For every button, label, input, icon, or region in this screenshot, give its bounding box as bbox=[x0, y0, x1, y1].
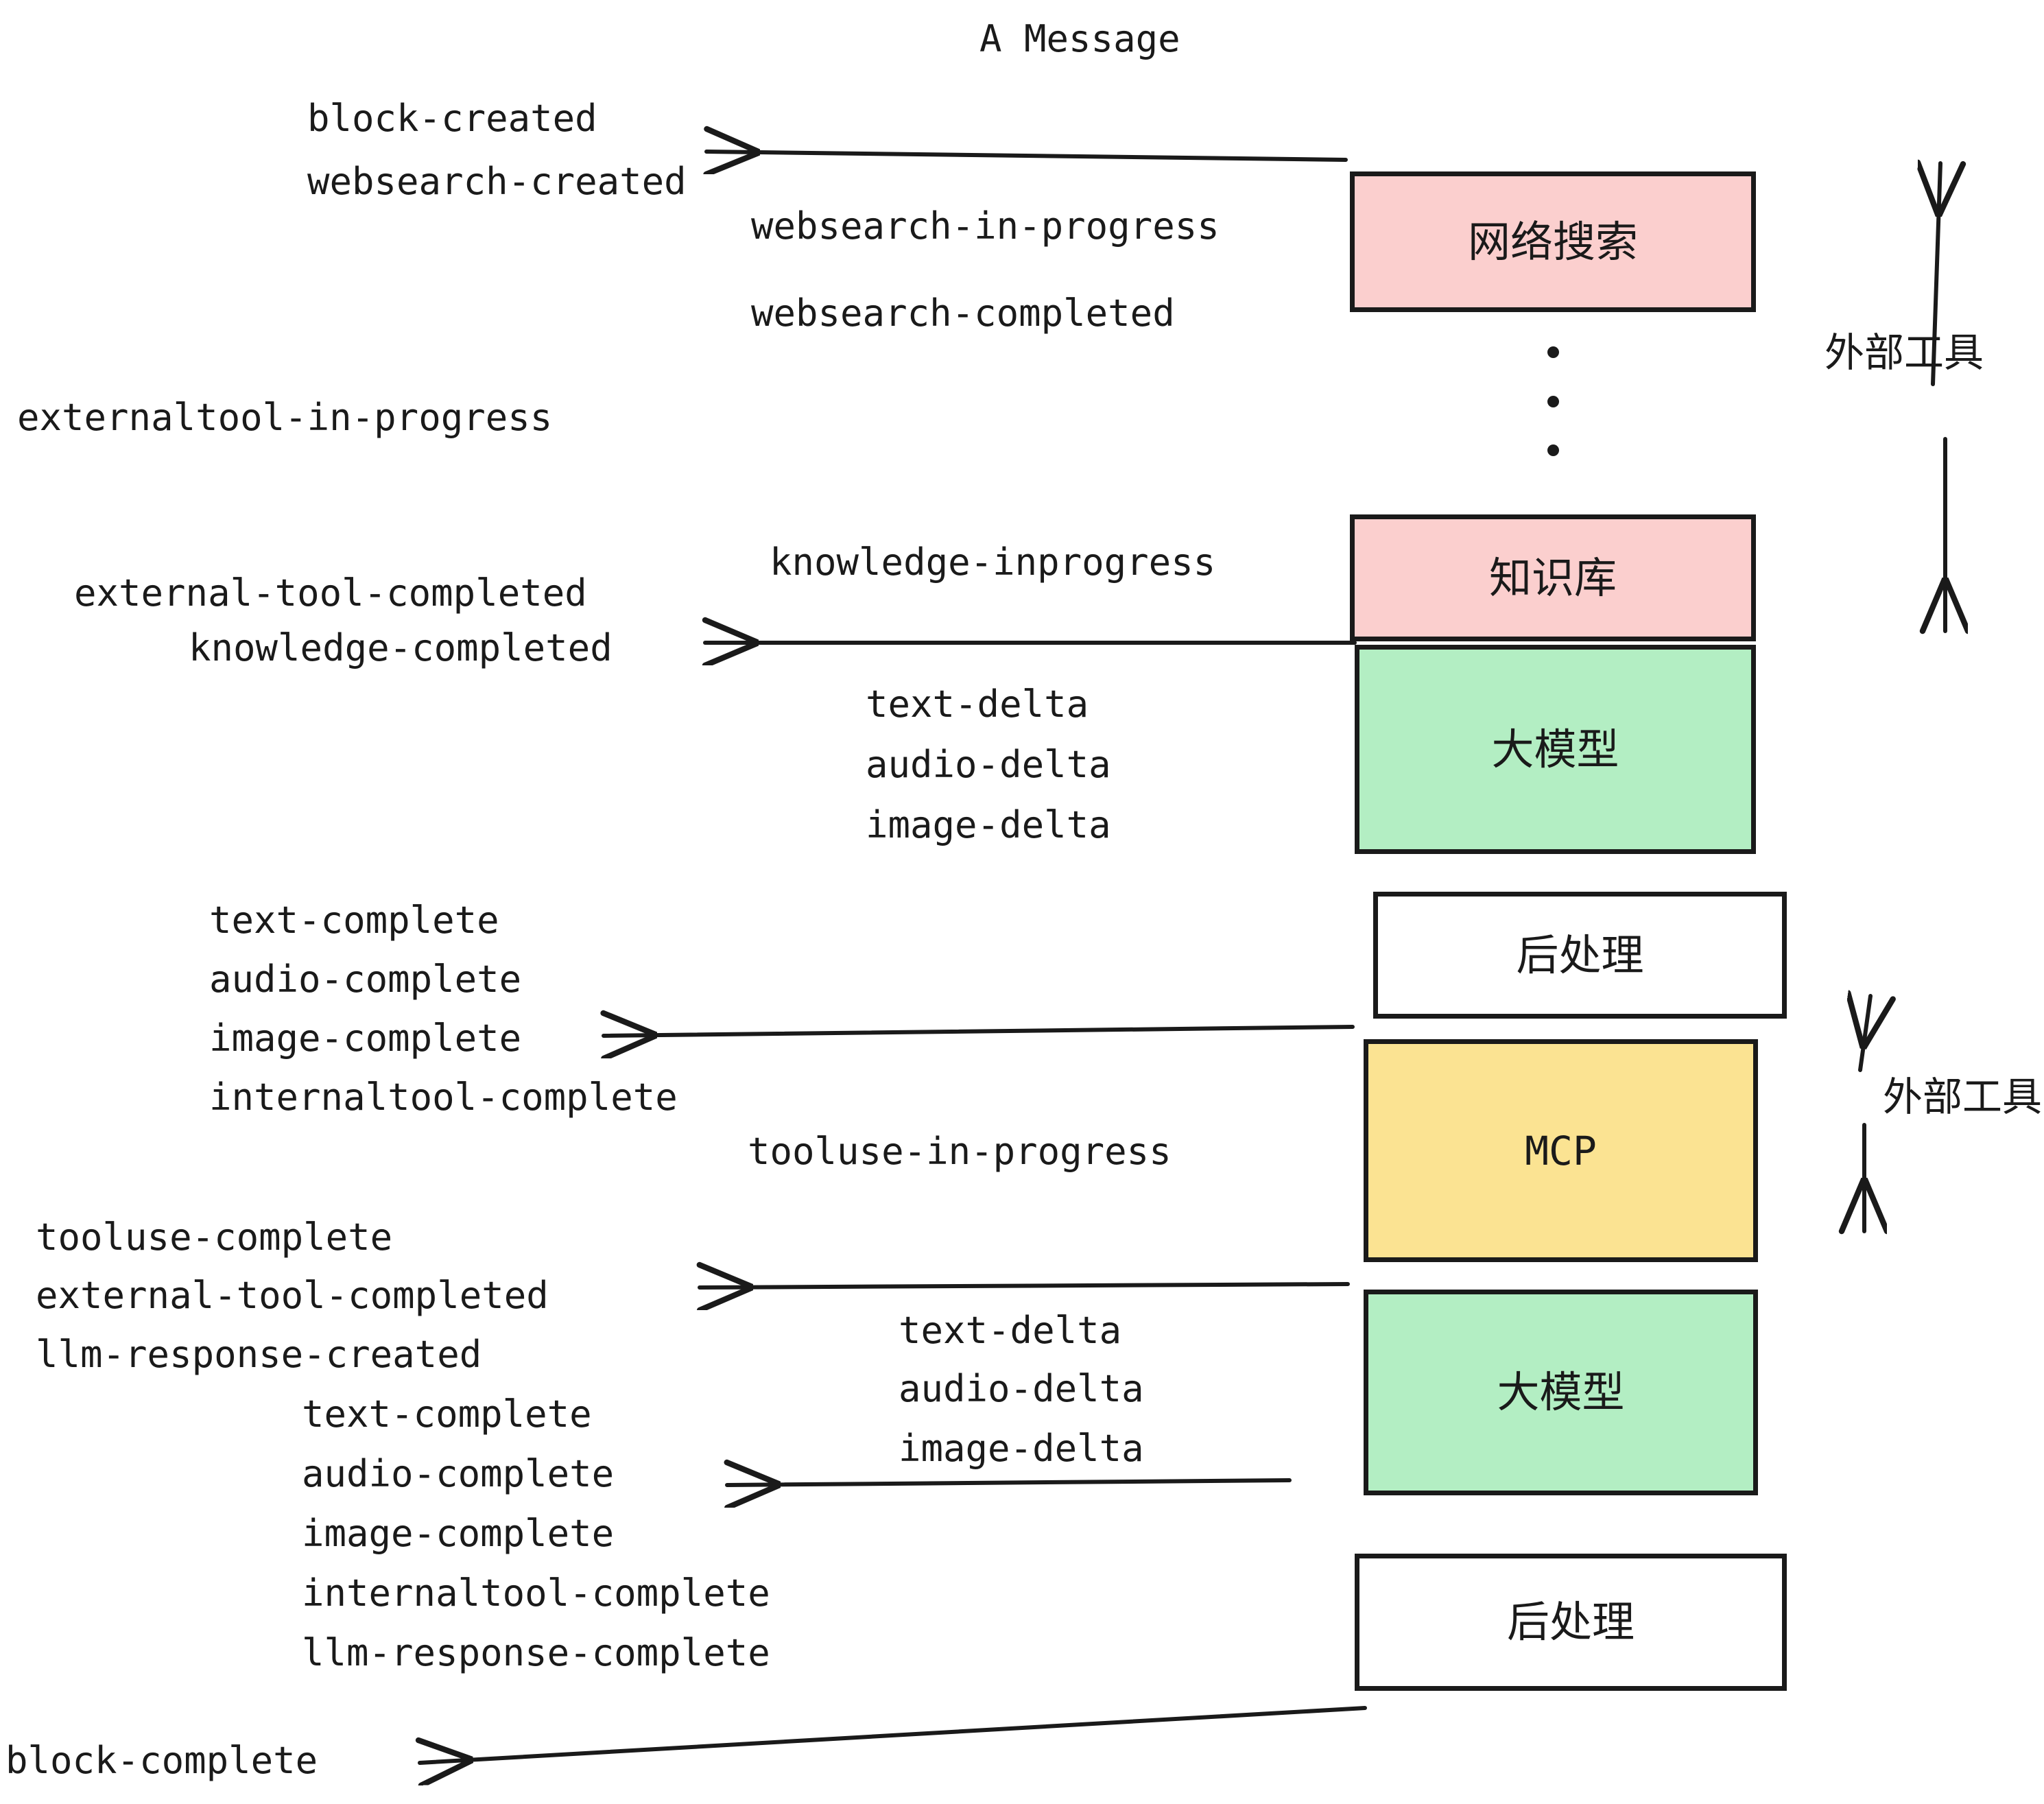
event-label: image-delta bbox=[899, 1427, 1144, 1470]
box-websearch-label: 网络搜索 bbox=[1467, 216, 1638, 267]
event-label: knowledge-inprogress bbox=[770, 541, 1216, 584]
box-knowledgebase[interactable]: 知识库 bbox=[1350, 514, 1756, 641]
event-label: image-delta bbox=[866, 803, 1111, 846]
event-label: websearch-completed bbox=[751, 292, 1175, 335]
arrow-postprocess-to-image-complete bbox=[604, 1027, 1355, 1036]
event-label: block-complete bbox=[5, 1739, 318, 1782]
vertical-ellipsis bbox=[1547, 346, 1559, 456]
event-label: tooluse-in-progress bbox=[748, 1130, 1172, 1173]
event-label: image-complete bbox=[209, 1017, 522, 1060]
box-llm-2-label: 大模型 bbox=[1497, 1367, 1625, 1417]
arrow-external-tools-bottom-up bbox=[1860, 996, 1870, 1072]
annotation-external-tools-top: 外部工具 bbox=[1825, 329, 1984, 376]
event-label: websearch-in-progress bbox=[751, 204, 1220, 248]
event-label: internaltool-complete bbox=[302, 1571, 770, 1615]
event-label: external-tool-completed bbox=[74, 571, 587, 615]
box-postprocess-2[interactable]: 后处理 bbox=[1355, 1554, 1787, 1691]
box-postprocess-1[interactable]: 后处理 bbox=[1373, 892, 1787, 1019]
box-llm-2[interactable]: 大模型 bbox=[1364, 1290, 1758, 1495]
page-title: A Message bbox=[979, 17, 1180, 60]
arrow-websearch-to-created bbox=[706, 152, 1348, 160]
event-label: text-complete bbox=[209, 899, 499, 942]
event-label: externaltool-in-progress bbox=[17, 396, 553, 439]
box-postprocess-2-label: 后处理 bbox=[1506, 1597, 1635, 1647]
event-label: websearch-created bbox=[307, 160, 687, 203]
event-label: tooluse-complete bbox=[36, 1215, 393, 1259]
event-label: external-tool-completed bbox=[36, 1274, 549, 1317]
arrow-llm2-to-audio-complete bbox=[727, 1480, 1292, 1485]
box-mcp-label: MCP bbox=[1525, 1127, 1597, 1174]
event-label: audio-complete bbox=[302, 1452, 615, 1495]
event-label: llm-response-created bbox=[36, 1333, 482, 1376]
box-postprocess-1-label: 后处理 bbox=[1516, 929, 1644, 980]
event-label: block-created bbox=[307, 97, 597, 140]
event-label: image-complete bbox=[302, 1512, 615, 1555]
event-label: text-delta bbox=[866, 683, 1089, 726]
ellipsis-dot bbox=[1547, 346, 1559, 358]
arrow-mcp-to-tooluse-complete bbox=[700, 1284, 1350, 1287]
box-websearch[interactable]: 网络搜索 bbox=[1350, 171, 1756, 312]
event-label: audio-delta bbox=[866, 743, 1111, 786]
event-label: llm-response-complete bbox=[302, 1631, 770, 1674]
box-llm-1-label: 大模型 bbox=[1491, 724, 1619, 774]
ellipsis-dot bbox=[1547, 395, 1559, 407]
box-mcp[interactable]: MCP bbox=[1364, 1039, 1758, 1262]
event-label: text-complete bbox=[302, 1392, 592, 1436]
box-knowledgebase-label: 知识库 bbox=[1488, 552, 1617, 603]
annotation-external-tools-bottom: 外部工具 bbox=[1883, 1073, 2043, 1120]
ellipsis-dot bbox=[1547, 444, 1559, 456]
event-label: internaltool-complete bbox=[209, 1076, 678, 1119]
arrow-postprocess2-to-block-complete bbox=[420, 1706, 1367, 1763]
event-label: knowledge-completed bbox=[189, 626, 613, 669]
event-label: text-delta bbox=[899, 1309, 1122, 1352]
event-label: audio-complete bbox=[209, 958, 522, 1001]
box-llm-1[interactable]: 大模型 bbox=[1355, 645, 1756, 854]
event-label: audio-delta bbox=[899, 1367, 1144, 1410]
